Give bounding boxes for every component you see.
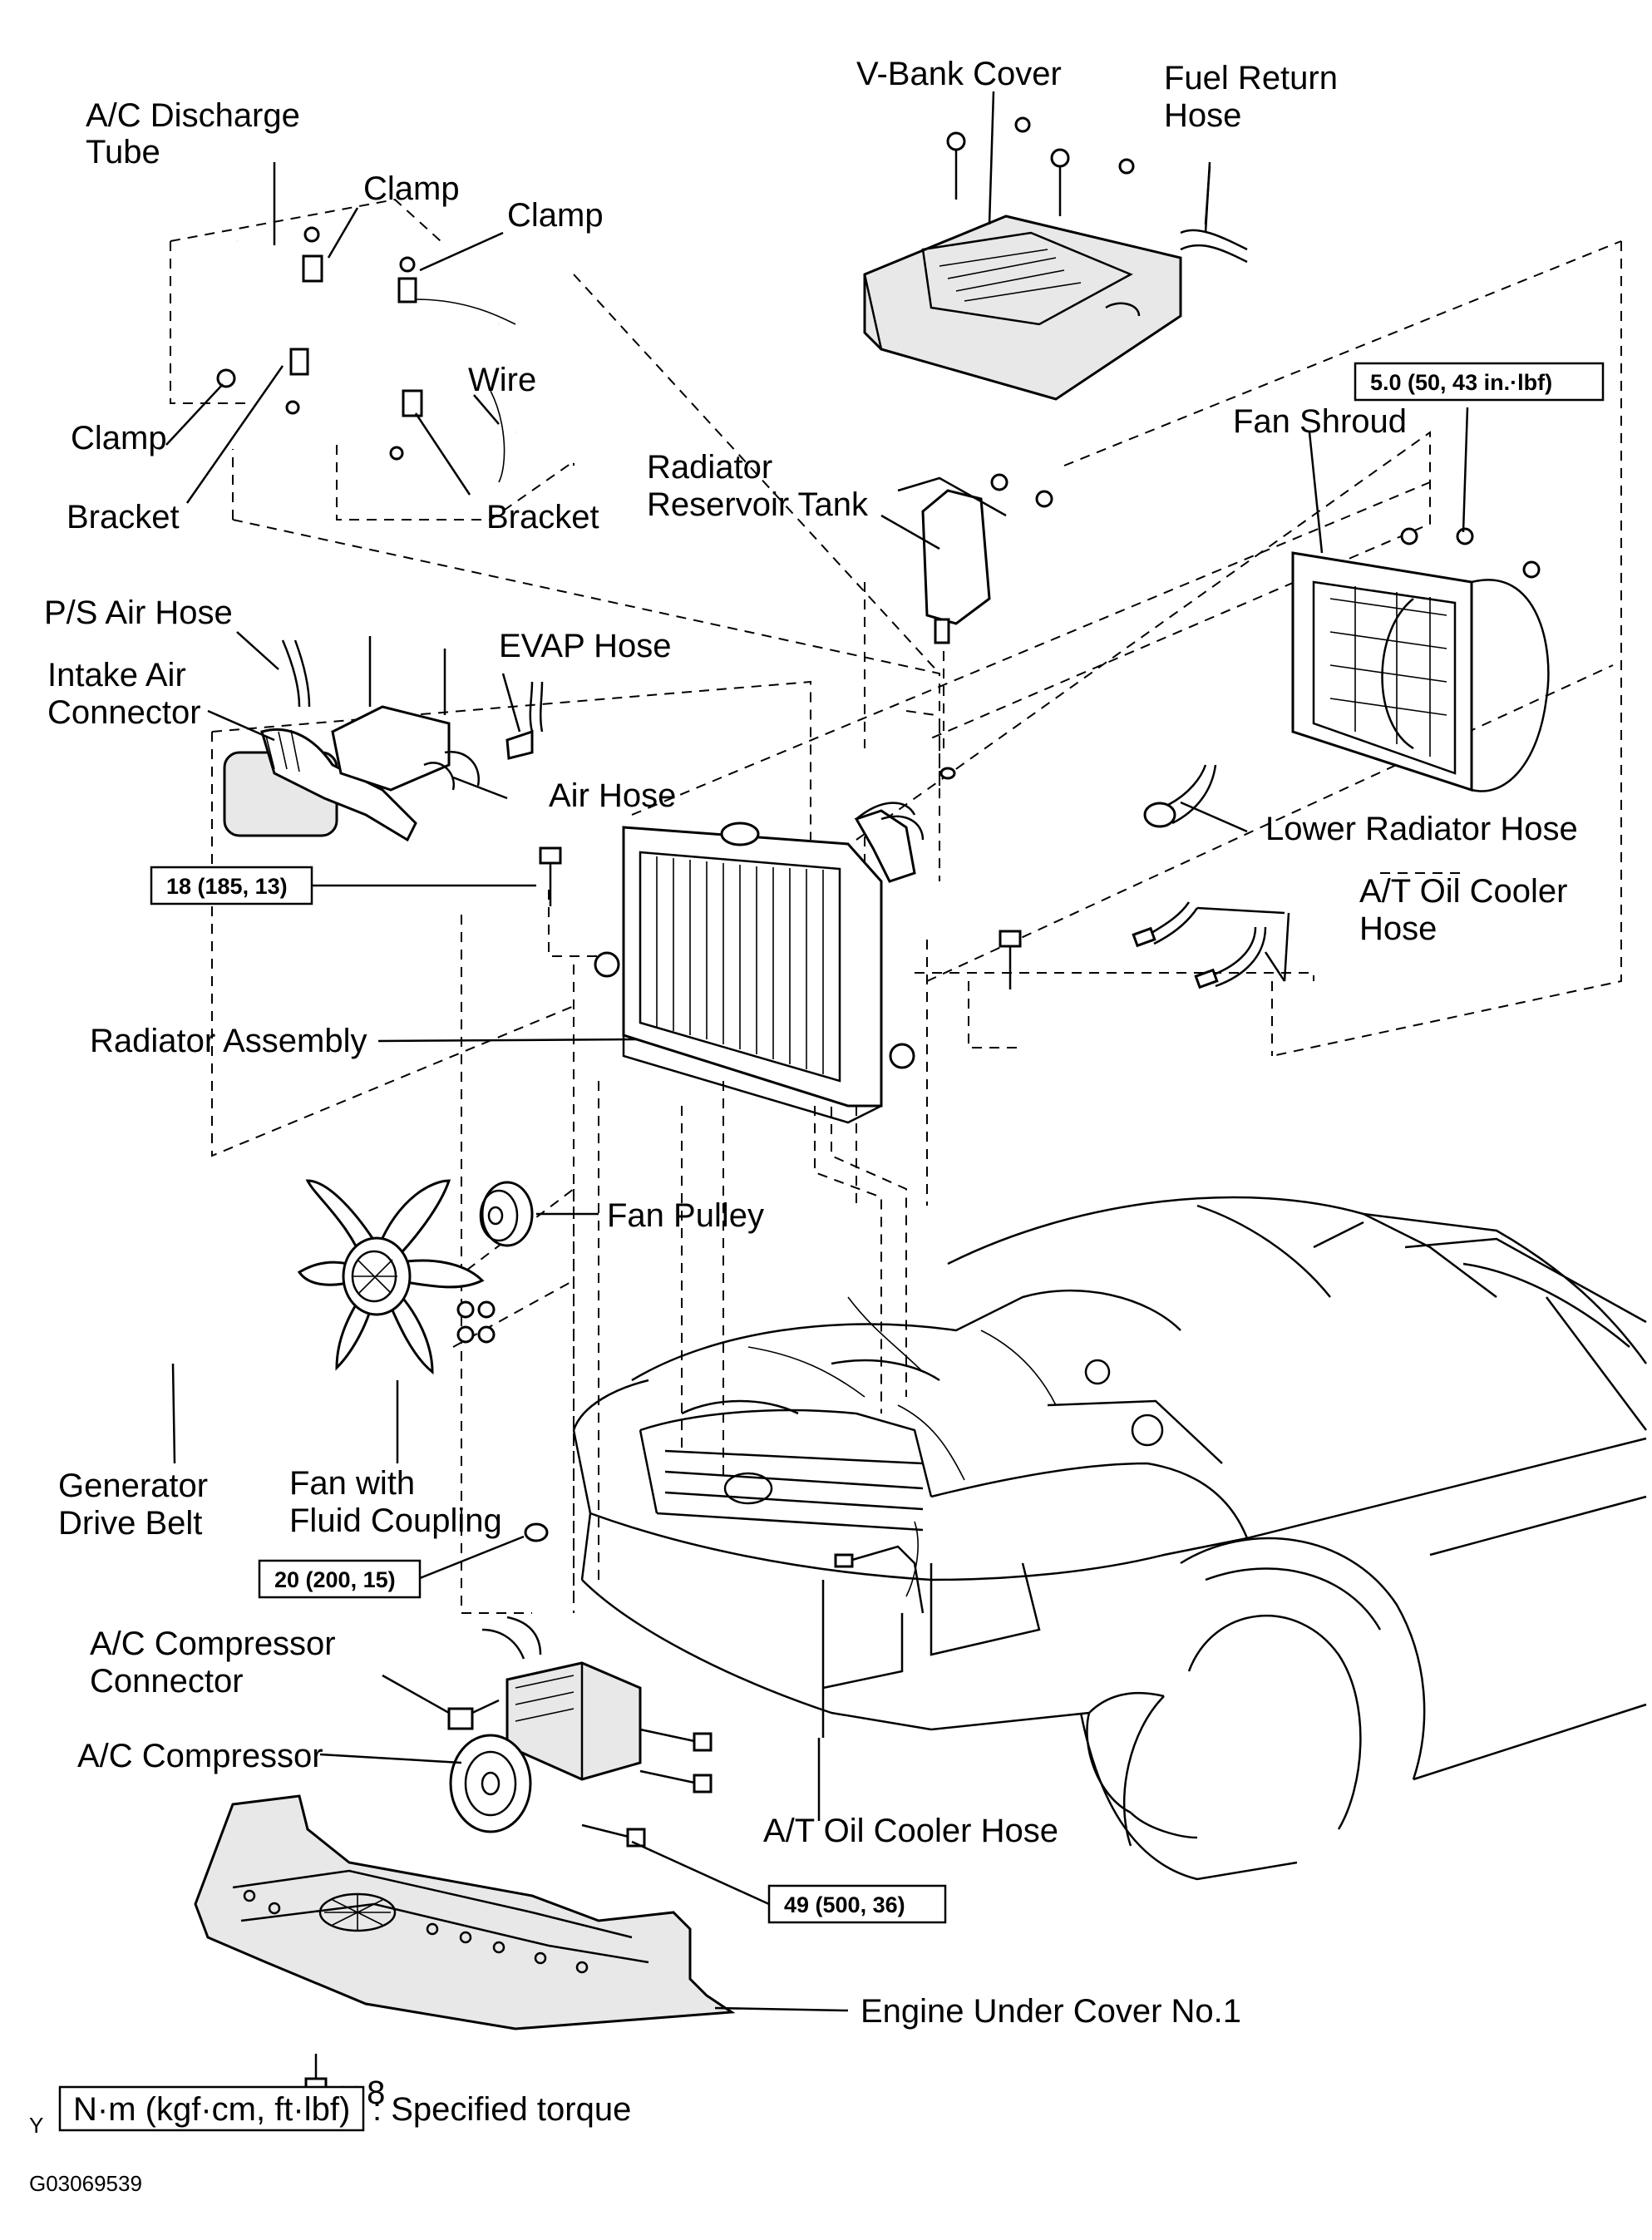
lower-radiator-hose-part (856, 764, 1217, 828)
label-clamp-1: Clamp (363, 170, 460, 207)
radiator-assembly-part (594, 809, 925, 1124)
at-oil-cooler-hose-bottom-part (821, 1545, 925, 1738)
torque-boxes: 5.0 (50, 43 in.·lbf) 18 (185, 13) 20 (20… (150, 362, 1605, 1924)
label-radiator-reservoir-line2: Reservoir Tank (647, 486, 869, 523)
label-fan-with-fluid-coupling-line2: Fluid Coupling (289, 1502, 502, 1539)
label-at-oil-cooler-hose-top: A/T Oil Cooler (1359, 873, 1567, 910)
label-fuel-return-hose: Fuel Return (1164, 60, 1338, 96)
label-clamp-3: Clamp (71, 420, 167, 456)
label-ac-compressor-connector-line2: Connector (90, 1663, 244, 1700)
label-fuel-return-hose-line2: Hose (1164, 97, 1241, 134)
truck-illustration (572, 1196, 1648, 1881)
label-lower-radiator-hose: Lower Radiator Hose (1265, 811, 1578, 847)
torque-value-radiator: 18 (185, 13) (166, 874, 288, 899)
label-ac-discharge-tube: A/C Discharge (86, 97, 300, 134)
engine-under-cover-part (194, 1794, 736, 2092)
figure-code: G03069539 (29, 2171, 142, 2196)
radiator-bolt-part (539, 846, 1022, 989)
legend-marker: Y (29, 2113, 43, 2138)
fan-pulley-part (479, 1181, 534, 1247)
label-ac-discharge-tube-line2: Tube (86, 134, 160, 170)
intake-air-connector-part (223, 636, 544, 842)
at-oil-cooler-hose-part (1132, 901, 1267, 989)
label-bracket-2: Bracket (486, 499, 599, 535)
leader-lines (165, 91, 1469, 2012)
fan-shroud-part (1291, 527, 1550, 792)
torque-value-fan: 20 (200, 15) (274, 1567, 396, 1592)
label-radiator-reservoir: Radiator (647, 449, 772, 486)
torque-legend: Y N·m (kgf·cm, ft·lbf) : Specified torqu… (29, 2085, 631, 2196)
label-fan-pulley: Fan Pulley (607, 1197, 764, 1234)
label-ac-compressor: A/C Compressor (77, 1738, 323, 1774)
legend-description: : Specified torque (372, 2091, 631, 2128)
ac-discharge-tube-part (216, 226, 516, 483)
part-labels: A/C Discharge Tube Clamp Clamp Clamp Wir… (44, 56, 1578, 2111)
torque-box-fan-shroud: 5.0 (50, 43 in.·lbf) (1354, 362, 1605, 402)
label-clamp-2: Clamp (507, 197, 604, 234)
label-wire: Wire (468, 362, 536, 398)
fuel-return-hose-part (1180, 165, 1248, 264)
label-v-bank-cover: V-Bank Cover (856, 56, 1062, 92)
torque-value-compressor: 49 (500, 36) (784, 1892, 905, 1917)
fan-part (297, 1179, 496, 1375)
v-bank-cover-part (863, 116, 1182, 401)
legend-box-text: N·m (kgf·cm, ft·lbf) (73, 2091, 350, 2128)
label-engine-under-cover: Engine Under Cover No.1 (861, 1993, 1241, 2030)
torque-box-compressor: 49 (500, 36) (767, 1884, 947, 1924)
torque-box-radiator: 18 (185, 13) (150, 866, 313, 905)
radiator-reservoir-part (897, 473, 1053, 780)
label-air-hose: Air Hose (549, 777, 676, 814)
label-ps-air-hose: P/S Air Hose (44, 595, 233, 631)
label-bracket-1: Bracket (67, 499, 180, 535)
label-fan-with-fluid-coupling: Fan with (289, 1465, 415, 1502)
torque-box-fan: 20 (200, 15) (258, 1559, 422, 1599)
drive-belt-part (145, 1257, 315, 1456)
assembly-guide-lines (170, 198, 1622, 1614)
label-generator-drive-belt: Generator (58, 1468, 208, 1504)
label-intake-air-connector: Intake Air (47, 657, 186, 693)
label-at-oil-cooler-hose-bottom: A/T Oil Cooler Hose (763, 1813, 1058, 1849)
label-ac-compressor-connector: A/C Compressor (90, 1626, 336, 1662)
fan-nut-part (524, 1522, 549, 1542)
ac-compressor-part (447, 1616, 713, 1848)
label-intake-air-connector-line2: Connector (47, 694, 201, 731)
label-evap-hose: EVAP Hose (499, 628, 672, 664)
label-radiator-assembly: Radiator Assembly (90, 1023, 367, 1059)
label-generator-drive-belt-line2: Drive Belt (58, 1505, 202, 1542)
label-fan-shroud: Fan Shroud (1233, 403, 1407, 440)
torque-value-fan-shroud: 5.0 (50, 43 in.·lbf) (1370, 370, 1552, 395)
label-at-oil-cooler-hose-top-line2: Hose (1359, 910, 1437, 947)
